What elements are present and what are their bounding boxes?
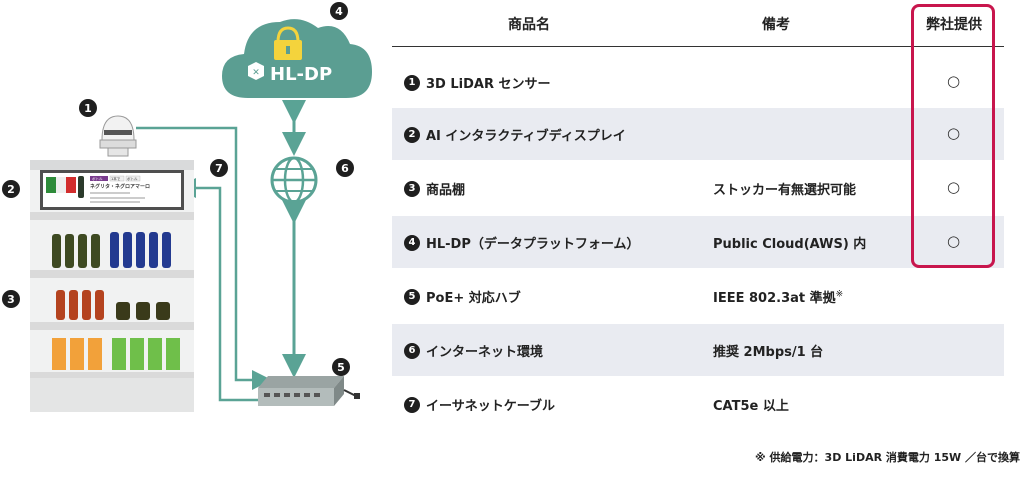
badge-6: 6	[336, 159, 354, 177]
row-provided-mark: ○	[947, 232, 961, 250]
header-note: 備考	[762, 17, 790, 33]
row-name: インターネット環境	[426, 345, 544, 360]
table-row: 7 イーサネットケーブル CAT5e 以上	[392, 378, 1004, 430]
product-shelf: ボトル 1本で ボトル ネグリタ・ネグロアマーロ	[30, 160, 194, 412]
row-note: Public Cloud(AWS) 内	[713, 237, 867, 252]
row-note: 推奨 2Mbps/1 台	[713, 345, 824, 360]
table-row: 5 PoE+ 対応ハブ IEEE 802.3at 準拠※	[392, 270, 1004, 322]
row-number: 4	[404, 234, 420, 251]
row-name: HL-DP（データプラットフォーム）	[426, 237, 640, 252]
footnote: ※ 供給電力：3D LiDAR 消費電力 15W ／台で換算	[755, 451, 1020, 464]
row-number: 1	[404, 74, 420, 91]
table-row: 3 商品棚 ストッカー有無選択可能 ○	[392, 162, 1004, 214]
header-provided: 弊社提供	[926, 17, 982, 33]
sauce-bottles-row	[56, 290, 170, 320]
svg-text:✕: ✕	[252, 68, 260, 78]
table-header: 商品名 備考 弊社提供	[392, 0, 1004, 47]
row-note-footnote-mark: ※	[835, 289, 844, 300]
lidar-sensor-icon	[99, 115, 137, 157]
row-provided-mark: ○	[947, 72, 961, 90]
table-row: 6 インターネット環境 推奨 2Mbps/1 台	[392, 324, 1004, 376]
row-name: 3D LiDAR センサー	[426, 77, 551, 92]
badge-4: 4	[330, 2, 348, 20]
cloud-icon: ✕ HL-DP	[222, 19, 372, 98]
badge-7: 7	[210, 159, 228, 177]
header-name: 商品名	[508, 17, 550, 33]
screen-title: ネグリタ・ネグロアマーロ	[90, 183, 150, 190]
lidar-hub-cable	[136, 126, 272, 390]
cloud-label: HL-DP	[270, 64, 332, 85]
hldp-logo-icon: ✕	[248, 62, 264, 80]
row-name: イーサネットケーブル	[426, 399, 555, 414]
badge-2: 2	[2, 180, 20, 198]
row-provided-mark: ○	[947, 124, 961, 142]
row-name: 商品棚	[426, 183, 466, 198]
screen-tag-2: 1本で	[111, 176, 121, 181]
system-diagram: ✕ HL-DP ボトル	[30, 19, 372, 412]
row-note: IEEE 802.3at 準拠	[713, 291, 836, 306]
table-row: 2 AI インタラクティブディスプレイ ○	[392, 108, 1004, 160]
row-number: 7	[404, 396, 420, 413]
table-row: 1 3D LiDAR センサー ○	[392, 56, 1004, 108]
ai-display-screen: ボトル 1本で ボトル ネグリタ・ネグロアマーロ	[40, 170, 184, 210]
row-number: 3	[404, 180, 420, 197]
row-number: 6	[404, 342, 420, 359]
row-note: ストッカー有無選択可能	[713, 183, 857, 198]
row-provided-mark: ○	[947, 178, 961, 196]
badge-1: 1	[79, 99, 97, 117]
poe-hub-icon	[258, 376, 360, 406]
globe-icon	[270, 156, 318, 204]
row-number: 2	[404, 126, 420, 143]
badge-5: 5	[332, 358, 350, 376]
juice-cartons-row	[52, 338, 180, 370]
lock-icon	[274, 26, 302, 60]
row-name: AI インタラクティブディスプレイ	[426, 129, 626, 144]
provided-column-highlight	[911, 4, 995, 268]
row-number: 5	[404, 288, 420, 305]
screen-tag-1: ボトル	[92, 176, 103, 181]
wine-bottles-row	[52, 232, 171, 268]
badge-3: 3	[2, 290, 20, 308]
row-note: CAT5e 以上	[713, 399, 789, 414]
row-name: PoE+ 対応ハブ	[426, 291, 521, 306]
screen-tag-3: ボトル	[127, 176, 138, 181]
hub-display-cable	[176, 178, 262, 402]
